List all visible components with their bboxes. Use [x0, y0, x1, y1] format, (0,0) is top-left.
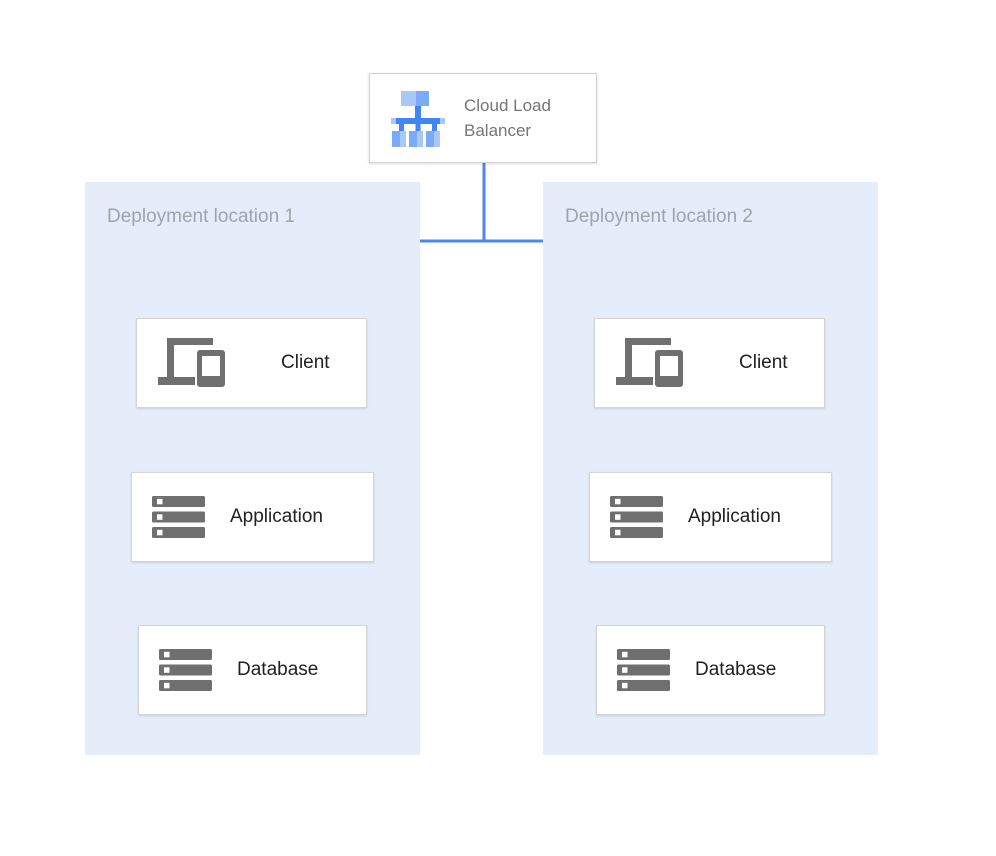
server-stack-icon: [610, 496, 663, 538]
node-label: Client: [739, 352, 788, 373]
load-balancer-node: Cloud Load Balancer: [369, 73, 597, 163]
client-node-1: Client: [136, 318, 367, 408]
deployment-panel-2: Deployment location 2 Client: [543, 182, 878, 755]
server-stack-icon: [152, 496, 205, 538]
deployment-panel-1: Deployment location 1 Client: [85, 182, 420, 755]
application-node-1: Application: [131, 472, 374, 562]
devices-icon: [158, 338, 225, 387]
node-label: Database: [237, 659, 319, 680]
node-label: Client: [281, 352, 330, 373]
devices-icon: [616, 338, 683, 387]
application-node-2: Application: [589, 472, 832, 562]
node-label: Application: [688, 506, 781, 527]
database-node-2: Database: [596, 625, 825, 715]
load-balancer-label: Cloud Load Balancer: [464, 96, 551, 140]
load-balancer-icon: [391, 91, 445, 147]
deployment-panel-1-title: Deployment location 1: [107, 206, 295, 227]
node-label: Application: [230, 506, 323, 527]
node-label: Database: [695, 659, 777, 680]
deployment-panel-2-title: Deployment location 2: [565, 206, 753, 227]
server-stack-icon: [617, 649, 670, 691]
client-node-2: Client: [594, 318, 825, 408]
database-node-1: Database: [138, 625, 367, 715]
server-stack-icon: [159, 649, 212, 691]
